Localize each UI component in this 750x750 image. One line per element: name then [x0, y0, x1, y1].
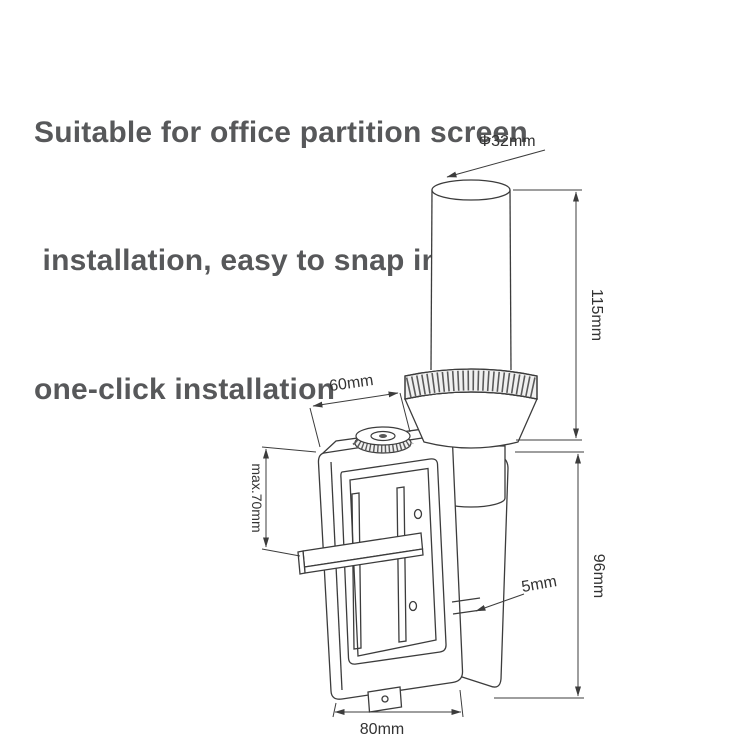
headline-line-3: one-click installation — [34, 373, 336, 407]
thumbscrew-teeth — [356, 441, 410, 448]
thumbscrew-top-inner — [371, 432, 395, 441]
recess-inner — [350, 469, 436, 657]
label-body-height: 96mm — [590, 554, 607, 598]
pole — [431, 180, 511, 370]
screw-hole-bottom — [410, 602, 417, 611]
dimension-body-width: 80mm — [333, 690, 463, 738]
dimension-body-height: 96mm — [494, 452, 607, 698]
body-left-inner-edge — [331, 462, 342, 690]
label-pole-height: 115mm — [588, 289, 605, 341]
dimension-pole-diameter: Φ32mm — [446, 133, 545, 177]
dimension-pole-height: 115mm — [513, 190, 605, 440]
clamp-body — [318, 424, 508, 712]
dimension-annotations: Φ32mm 115mm 60mm max.70mm — [249, 133, 607, 738]
bottom-tab-hole — [382, 696, 388, 702]
headline-line-1: Suitable for office partition screen — [34, 115, 528, 149]
clamp-arm-end-cap — [298, 551, 305, 574]
bottom-tab — [368, 687, 402, 712]
clamp-arm — [298, 533, 423, 574]
dimension-plate-thickness: 5mm — [475, 573, 558, 611]
screw-hole-top — [415, 510, 422, 519]
headline-line-2: installation, easy to snap in, — [34, 244, 449, 278]
dimension-max-opening: max.70mm — [249, 447, 316, 556]
dimension-top-depth: 60mm — [310, 372, 410, 447]
recess-outer — [341, 459, 446, 664]
thumbscrew-knob — [355, 427, 411, 453]
slot-right — [397, 487, 406, 642]
label-body-width: 80mm — [360, 721, 404, 738]
label-plate-thickness: 5mm — [520, 573, 558, 596]
slot-left — [352, 493, 361, 649]
knurled-collar — [405, 369, 537, 448]
label-max-opening: max.70mm — [249, 463, 265, 532]
collar-band-outline — [405, 369, 537, 399]
pole-top-cap — [432, 180, 510, 200]
label-pole-diameter: Φ32mm — [478, 133, 535, 150]
headline: Suitable for office partition screen ins… — [34, 26, 528, 498]
thumbscrew-center — [379, 434, 387, 438]
plate-edge-top — [452, 598, 480, 602]
label-top-depth: 60mm — [328, 372, 374, 395]
